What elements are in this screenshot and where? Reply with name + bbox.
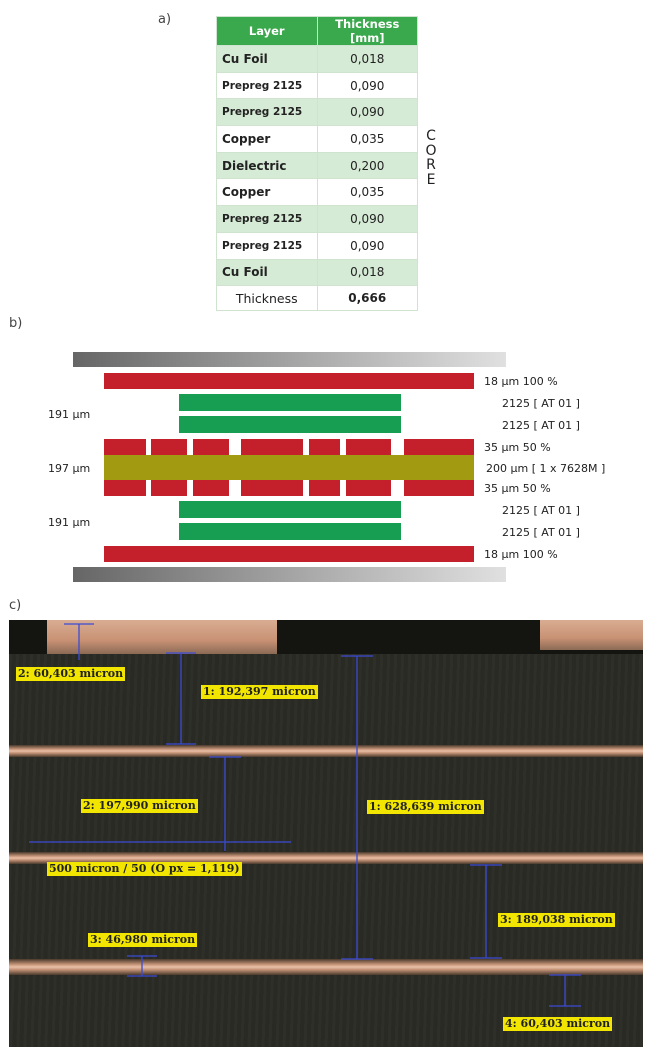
copper-segment — [309, 439, 340, 455]
layer-thickness: 0,090 — [316, 98, 418, 127]
copper-layer-band — [9, 745, 643, 757]
copper-layer-band — [9, 852, 643, 864]
prepreg-3 — [179, 501, 401, 518]
core-letter: O — [425, 142, 437, 159]
layer-thickness: 0,090 — [316, 231, 418, 260]
copper-segment — [104, 439, 146, 455]
stackup-diagram: 191 µm 197 µm 191 µm 18 µm 100 % 2125 [ … — [0, 345, 657, 585]
total-label: Thickness — [216, 285, 318, 312]
copper-segment — [241, 439, 303, 455]
copper-segment — [346, 439, 391, 455]
header-thickness: Thickness [mm] — [316, 16, 418, 46]
right-label: 18 µm 100 % — [484, 375, 558, 388]
measurement-label: 4: 60,403 micron — [503, 1017, 613, 1031]
total-value: 0,666 — [316, 285, 418, 312]
measurement-label: 1: 192,397 micron — [201, 685, 318, 699]
layer-thickness: 0,035 — [316, 178, 418, 207]
left-label: 191 µm — [48, 408, 91, 421]
bottom-gradient-bar — [73, 567, 506, 582]
layer-thickness: 0,018 — [316, 45, 418, 73]
measurement-label: 1: 628,639 micron — [367, 800, 484, 814]
right-label: 2125 [ AT 01 ] — [502, 397, 580, 410]
prepreg-4 — [179, 523, 401, 540]
copper-segment — [346, 480, 391, 496]
top-copper-pad-right — [540, 620, 643, 650]
left-label: 191 µm — [48, 516, 91, 529]
table-row: Cu Foil 0,018 — [216, 258, 418, 287]
table-row: Dielectric 0,200 — [216, 151, 418, 180]
panel-label-b: b) — [9, 316, 23, 331]
copper-segment — [151, 480, 187, 496]
table-row: Prepreg 2125 0,090 — [216, 231, 418, 260]
top-gradient-bar — [73, 352, 506, 367]
layer-thickness: 0,035 — [316, 125, 418, 153]
layer-thickness: 0,090 — [316, 205, 418, 233]
right-label: 2125 [ AT 01 ] — [502, 419, 580, 432]
right-label: 2125 [ AT 01 ] — [502, 504, 580, 517]
measurement-label: 3: 46,980 micron — [88, 933, 198, 947]
panel-label-a: a) — [158, 12, 172, 27]
layer-name: Prepreg 2125 — [216, 205, 318, 233]
layer-name: Dielectric — [216, 151, 318, 180]
table-row: Copper 0,035 — [216, 178, 418, 207]
copper-segment — [193, 439, 229, 455]
panel-label-c: c) — [9, 598, 22, 613]
table-row: Prepreg 2125 0,090 — [216, 205, 418, 233]
measurement-label: 2: 197,990 micron — [81, 799, 198, 813]
layer-thickness-table: Layer Thickness [mm] Cu Foil 0,018 Prepr… — [216, 16, 418, 312]
cross-section-micrograph: 2: 60,403 micron 1: 192,397 micron 1: 62… — [9, 620, 643, 1047]
layer-name: Cu Foil — [216, 45, 318, 73]
core-letter: C — [426, 128, 436, 144]
right-label: 2125 [ AT 01 ] — [502, 526, 580, 539]
measurement-lines — [29, 623, 581, 1007]
layer-name: Prepreg 2125 — [216, 71, 318, 100]
scale-label: 500 micron / 50 (O px = 1,119) — [47, 862, 242, 876]
core-letter: R — [426, 157, 436, 173]
copper-segment — [193, 480, 229, 496]
top-copper-pad-left — [47, 620, 277, 654]
top-cu-foil — [104, 373, 474, 389]
left-label: 197 µm — [48, 462, 91, 475]
core-dielectric — [104, 455, 474, 480]
right-label: 200 µm [ 1 x 7628M ] — [486, 462, 606, 475]
table-row: Cu Foil 0,018 — [216, 45, 418, 73]
measurement-label: 2: 60,403 micron — [16, 667, 126, 681]
copper-segment — [104, 480, 146, 496]
laminate-body — [9, 654, 643, 1047]
layer-name: Cu Foil — [216, 258, 318, 287]
layer-name: Copper — [216, 125, 318, 153]
table-row: Prepreg 2125 0,090 — [216, 98, 418, 127]
copper-segment — [309, 480, 340, 496]
header-layer: Layer — [216, 16, 318, 46]
copper-layer-band — [9, 959, 643, 975]
total-row: Thickness 0,666 — [216, 285, 418, 312]
layer-name: Prepreg 2125 — [216, 98, 318, 127]
copper-segment — [404, 480, 474, 496]
prepreg-2 — [179, 416, 401, 433]
copper-segment — [151, 439, 187, 455]
layer-thickness: 0,200 — [316, 151, 418, 180]
layer-name: Prepreg 2125 — [216, 231, 318, 260]
copper-segment — [241, 480, 303, 496]
copper-segment — [404, 439, 474, 455]
layer-name: Copper — [216, 178, 318, 207]
core-letter: E — [426, 171, 436, 188]
layer-thickness: 0,090 — [316, 71, 418, 100]
table-row: Prepreg 2125 0,090 — [216, 71, 418, 100]
layer-thickness: 0,018 — [316, 258, 418, 287]
right-label: 35 µm 50 % — [484, 441, 551, 454]
table-row: Copper 0,035 — [216, 125, 418, 153]
measurement-label: 3: 189,038 micron — [498, 913, 615, 927]
prepreg-1 — [179, 394, 401, 411]
right-label: 18 µm 100 % — [484, 548, 558, 561]
right-label: 35 µm 50 % — [484, 482, 551, 495]
bottom-cu-foil — [104, 546, 474, 562]
